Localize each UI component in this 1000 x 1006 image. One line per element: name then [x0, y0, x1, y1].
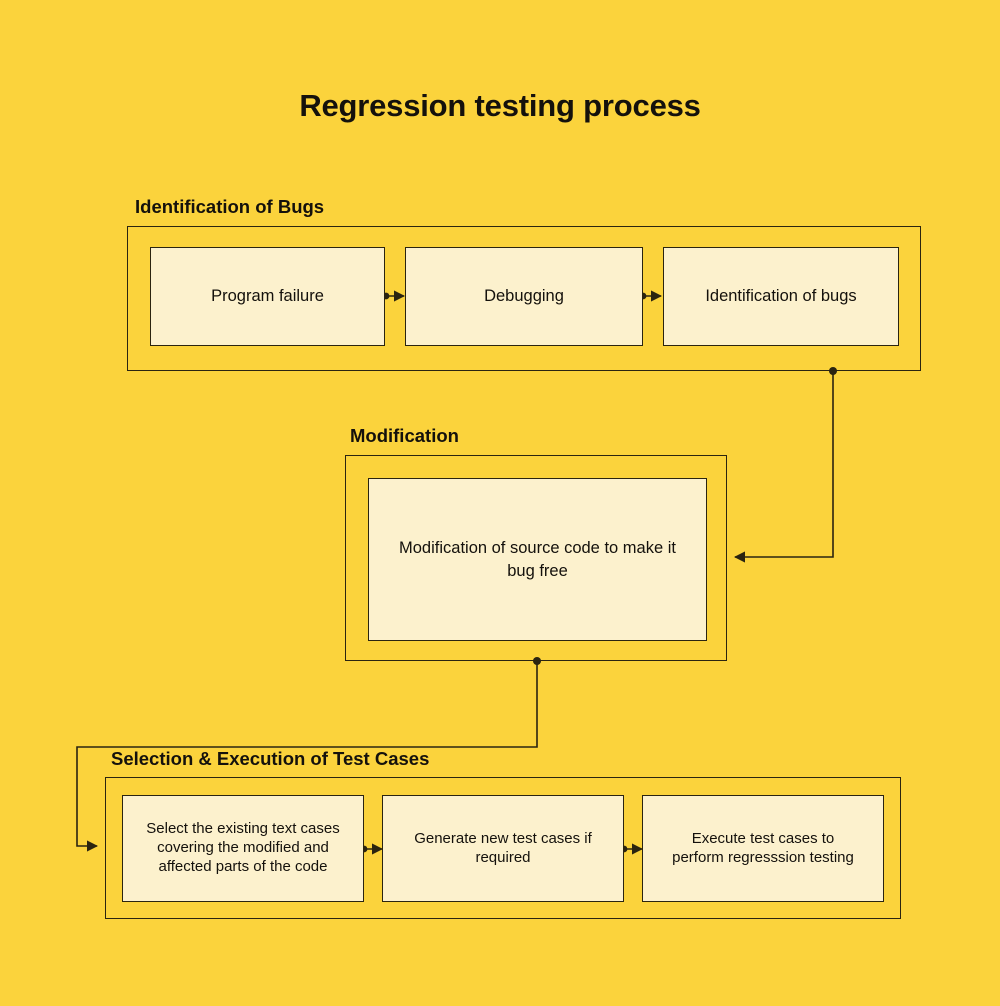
section-label-modification: Modification: [346, 426, 463, 446]
box-label-identification-of-bugs: Identification of bugs: [705, 287, 857, 306]
section-identification-of-bugs: [127, 226, 921, 371]
box-label-program-failure: Program failure: [211, 287, 324, 306]
box-debugging[interactable]: Debugging: [405, 247, 643, 346]
box-program-failure[interactable]: Program failure: [150, 247, 385, 346]
page-title: Regression testing process: [299, 88, 701, 123]
connector-bugs-section-to-modification-section: [733, 367, 837, 563]
box-select-existing-text-cases[interactable]: Select the existing text cases covering …: [122, 795, 364, 902]
box-execute-test-cases[interactable]: Execute test cases to perform regresssio…: [642, 795, 884, 902]
section-modification: [345, 455, 727, 661]
section-selection-execution-of-test-cases: [105, 777, 901, 919]
box-label-execute-test-cases: Execute test cases to perform regresssio…: [672, 829, 854, 866]
box-label-modification-of-source-code: Modification of source code to make it b…: [399, 539, 676, 580]
section-label-selection-execution-of-test-cases: Selection & Execution of Test Cases: [107, 749, 434, 769]
box-modification-of-source-code[interactable]: Modification of source code to make it b…: [368, 478, 707, 641]
box-identification-of-bugs[interactable]: Identification of bugs: [663, 247, 899, 346]
box-label-select-existing-text-cases: Select the existing text cases covering …: [146, 820, 340, 875]
box-label-debugging: Debugging: [484, 287, 564, 306]
box-label-generate-new-test-cases: Generate new test cases if required: [414, 829, 592, 866]
box-generate-new-test-cases[interactable]: Generate new test cases if required: [382, 795, 624, 902]
section-label-identification-of-bugs: Identification of Bugs: [131, 197, 329, 217]
